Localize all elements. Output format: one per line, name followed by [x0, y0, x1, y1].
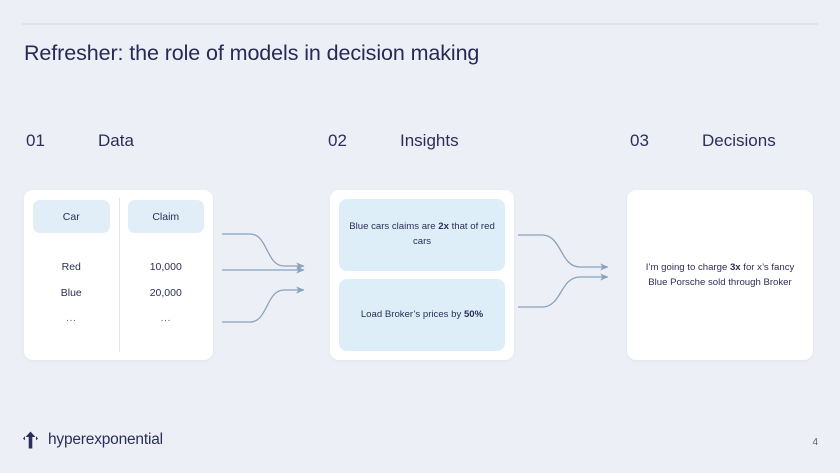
table-column-claim: Claim 10,000 20,000 ...: [118, 190, 214, 360]
insights-card: Blue cars claims are 2x that of red cars…: [330, 190, 514, 360]
column-header: Car: [33, 200, 110, 233]
arrow-path: [222, 233, 305, 270]
step-number: 01: [26, 131, 45, 150]
decision-card: I’m going to charge 3x for x’s fancy Blu…: [627, 190, 813, 360]
data-table: Car Red Blue ... Claim 10,000 20,000 ...: [24, 190, 213, 360]
step-header-data: 01 Data: [26, 131, 134, 151]
arrow-path: [222, 286, 305, 323]
column-header: Claim: [127, 200, 204, 233]
step-header-insights: 02 Insights: [328, 131, 459, 151]
step-number: 03: [630, 131, 649, 150]
page-title: Refresher: the role of models in decisio…: [24, 41, 480, 65]
header-divider: [22, 23, 818, 25]
step-number: 02: [328, 131, 347, 150]
table-cell: 10,000: [149, 261, 182, 273]
connector-arrows-data-to-insights: [222, 233, 305, 323]
insight-text: Load Broker’s prices by 50%: [360, 308, 484, 320]
brand-logo: hyperexponential: [22, 430, 163, 450]
step-label: Insights: [400, 131, 459, 150]
step-label: Decisions: [702, 131, 776, 150]
brand-name: hyperexponential: [48, 431, 163, 448]
table-cell: ...: [160, 312, 171, 324]
arrow-path: [518, 234, 609, 271]
connector-arrows-insights-to-decisions: [518, 234, 609, 308]
insight-item: Blue cars claims are 2x that of red cars: [339, 199, 505, 271]
table-cell: ...: [66, 312, 77, 324]
table-column-car: Car Red Blue ...: [24, 190, 119, 360]
data-table-card: Car Red Blue ... Claim 10,000 20,000 ...: [24, 190, 213, 360]
arrow-path: [518, 273, 609, 308]
decision-text: I’m going to charge 3x for x’s fancy Blu…: [645, 261, 795, 288]
table-cell: 20,000: [149, 286, 182, 299]
page-number: 4: [812, 437, 818, 448]
insight-text: Blue cars claims are 2x that of red cars: [349, 221, 495, 247]
step-label: Data: [98, 131, 134, 150]
table-cell: Red: [61, 261, 81, 273]
insight-item: Load Broker’s prices by 50%: [339, 279, 505, 351]
up-arrow-mark-icon: [23, 431, 38, 449]
table-cell: Blue: [60, 286, 82, 299]
step-header-decisions: 03 Decisions: [630, 131, 776, 151]
